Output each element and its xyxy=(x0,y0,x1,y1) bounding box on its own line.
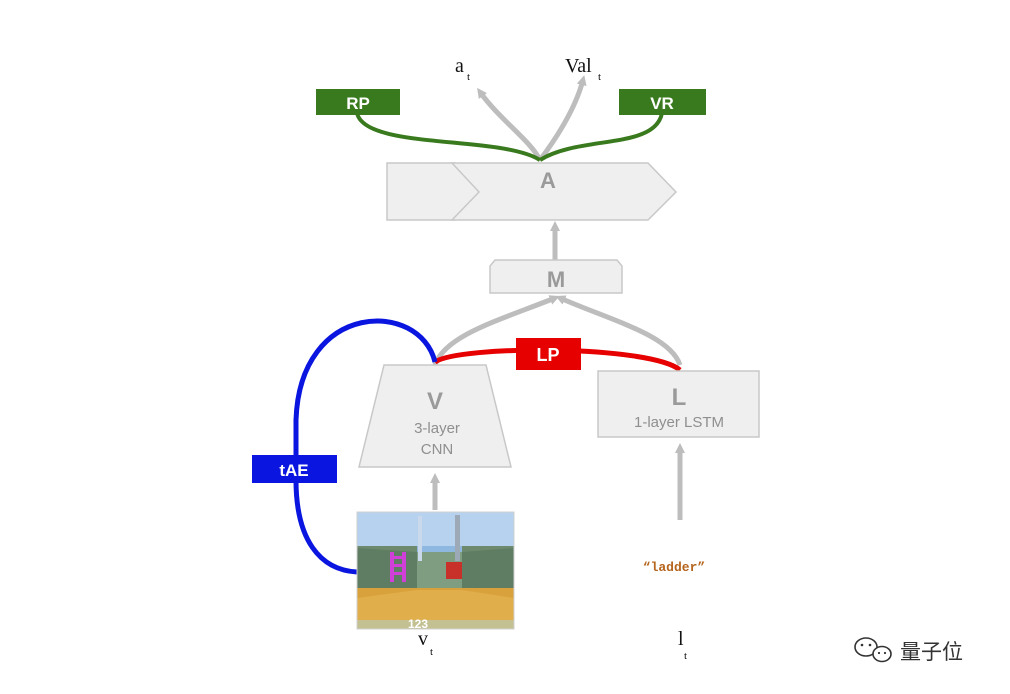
output-value-main: Val xyxy=(565,55,592,77)
node-a: A xyxy=(386,162,678,221)
watermark-text: 量子位 xyxy=(900,640,963,664)
node-v-sub1: 3-layer xyxy=(414,420,460,437)
arrow-a-to-action xyxy=(477,87,543,162)
arrow-a-to-value xyxy=(537,75,587,162)
watermark: 量子位 xyxy=(854,637,963,664)
wechat-icon xyxy=(854,637,892,663)
output-action-main: a xyxy=(455,55,464,77)
tag-tae: tAE xyxy=(252,455,337,483)
node-v: V 3-layer CNN xyxy=(358,364,512,468)
output-value-sub: t xyxy=(598,71,601,83)
tag-rp-label: RP xyxy=(346,94,370,113)
input-vision-label: v t xyxy=(418,628,433,658)
output-action: a t xyxy=(455,55,470,83)
output-action-sub: t xyxy=(467,71,470,83)
game-hud-score: 123 xyxy=(408,617,428,631)
arrow-l-to-m xyxy=(555,295,683,366)
node-l-sub: 1-layer LSTM xyxy=(634,414,724,431)
input-vision-sub: t xyxy=(430,646,433,658)
tae-connector xyxy=(293,318,438,575)
input-vision-main: v xyxy=(418,628,428,650)
tag-rp: RP xyxy=(316,89,400,115)
input-language-main: l xyxy=(678,628,684,650)
node-l-label: L xyxy=(672,384,687,411)
node-m-label: M xyxy=(547,267,565,292)
output-value: Val t xyxy=(565,55,601,83)
tag-lp-label: LP xyxy=(536,345,559,365)
node-v-label: V xyxy=(427,388,443,415)
game-frame-image: 123 xyxy=(356,511,515,631)
flow-arrows xyxy=(430,75,685,520)
instruction-text: “ladder” xyxy=(643,560,705,575)
input-language-label: l t xyxy=(678,628,687,662)
node-a-label: A xyxy=(540,168,556,193)
rp-connector xyxy=(355,112,542,162)
input-language-sub: t xyxy=(684,650,687,662)
tag-tae-label: tAE xyxy=(279,461,308,480)
tag-lp: LP xyxy=(516,338,581,370)
tag-vr: VR xyxy=(619,89,706,115)
node-m: M xyxy=(489,259,623,294)
arrow-v-to-m xyxy=(432,295,560,366)
rp-vr-connectors xyxy=(355,112,664,162)
tag-vr-label: VR xyxy=(650,94,674,113)
node-v-sub2: CNN xyxy=(421,441,454,458)
node-l: L 1-layer LSTM xyxy=(597,370,760,438)
vr-connector xyxy=(538,112,664,162)
